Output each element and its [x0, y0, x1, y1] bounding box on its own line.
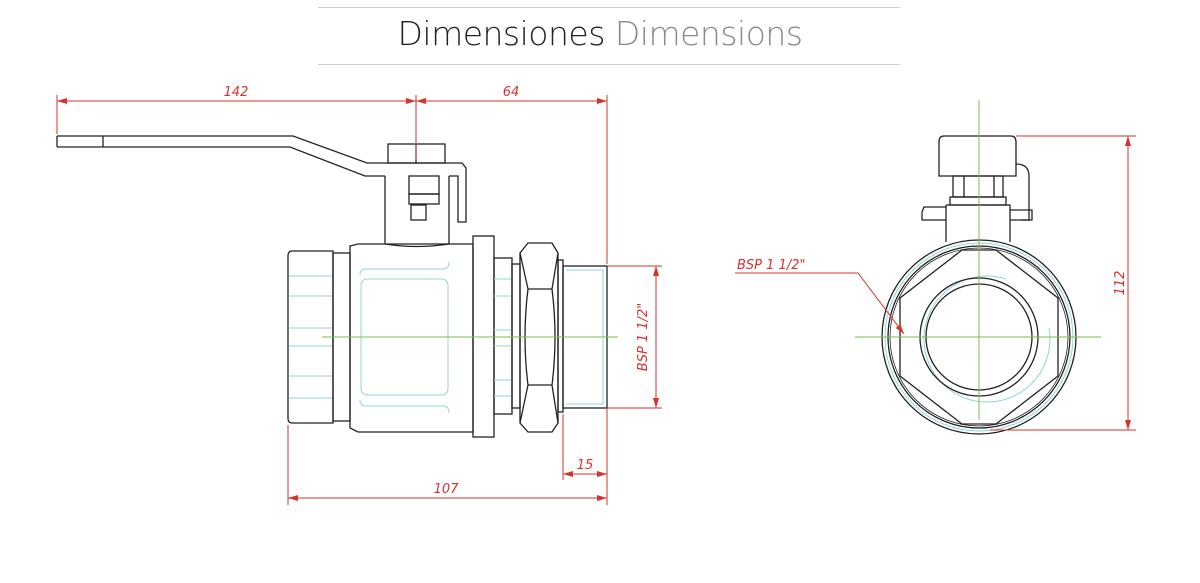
dimension-107: 107: [287, 425, 607, 505]
valve-handle: [56, 135, 467, 223]
dim-label-107: 107: [434, 482, 460, 497]
dim-label-bsp-side: BSP 1 1/2": [636, 303, 651, 371]
leader-label-bsp-front: BSP 1 1/2": [737, 258, 805, 273]
dimension-64: 64: [416, 85, 608, 264]
page-title: Dimensiones Dimensions: [0, 14, 1200, 53]
front-view: 112 BSP 1 1/2": [735, 100, 1136, 435]
title-bottom-rule: [318, 64, 900, 65]
front-handle: [921, 135, 1033, 242]
dim-label-64: 64: [503, 85, 520, 100]
side-view: 142 64 BSP 1 1/2" 15 107: [56, 85, 662, 505]
dim-label-112: 112: [1113, 271, 1128, 296]
dimension-112: 112: [990, 135, 1136, 431]
thread-leader: BSP 1 1/2": [735, 258, 905, 335]
title-spanish: Dimensiones: [397, 14, 605, 53]
dimension-142: 142: [56, 85, 417, 160]
dim-label-142: 142: [224, 85, 249, 100]
valve-stem: [384, 175, 450, 244]
dim-label-15: 15: [577, 458, 594, 473]
title-english: Dimensions: [614, 14, 803, 53]
valve-body: [287, 235, 521, 438]
dimension-15: 15: [562, 408, 608, 505]
title-top-rule: [318, 7, 900, 8]
dimension-thread-size: BSP 1 1/2": [607, 265, 662, 409]
